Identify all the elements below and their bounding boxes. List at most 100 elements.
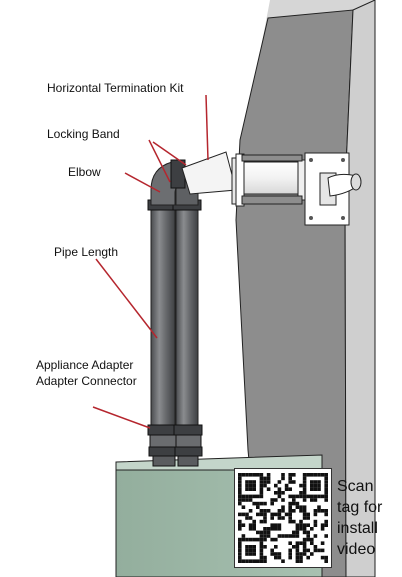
qr-module	[302, 512, 307, 517]
qr-module	[248, 559, 253, 563]
label-elbow: Elbow	[68, 165, 101, 179]
qr-module	[277, 516, 282, 520]
qr-module	[313, 519, 318, 524]
qr-module	[270, 548, 274, 553]
qr-module	[238, 548, 242, 553]
qr-module	[281, 498, 285, 502]
qr-module	[245, 545, 249, 549]
qr-module	[259, 476, 264, 481]
qr-module	[281, 509, 285, 513]
qr-module	[288, 473, 292, 477]
qr-module	[245, 494, 249, 499]
qr-module	[263, 555, 267, 560]
qr-code[interactable]	[234, 468, 332, 568]
qr-module	[259, 512, 264, 517]
qr-module	[324, 523, 328, 527]
qr-module	[288, 555, 292, 560]
qr-module	[295, 534, 300, 538]
qr-module	[324, 473, 328, 477]
qr-module	[302, 552, 307, 556]
qr-module	[284, 534, 289, 538]
qr-module	[277, 552, 282, 556]
qr-module	[252, 501, 256, 506]
qr-caption-line-3: install	[337, 520, 378, 537]
qr-module	[238, 498, 242, 502]
qr-module	[288, 541, 292, 545]
qr-module	[295, 548, 300, 553]
qr-module	[248, 548, 253, 553]
qr-module	[288, 534, 292, 538]
qr-module	[241, 512, 246, 517]
label-locking-band: Locking Band	[47, 127, 120, 141]
qr-module	[320, 541, 325, 545]
qr-module	[245, 483, 249, 488]
qr-module	[256, 537, 260, 542]
qr-module	[288, 516, 292, 520]
qr-module	[299, 541, 303, 545]
qr-code-pattern	[238, 473, 328, 563]
qr-module	[263, 501, 267, 506]
qr-module	[259, 530, 264, 535]
qr-module	[248, 537, 253, 542]
qr-module	[252, 483, 256, 488]
qr-module	[299, 491, 303, 495]
qr-module	[306, 494, 310, 499]
qr-module	[263, 480, 267, 484]
qr-module	[256, 473, 260, 477]
qr-module	[313, 483, 318, 488]
qr-module	[259, 487, 264, 491]
qr-module	[299, 519, 303, 524]
qr-module	[317, 505, 321, 509]
qr-module	[320, 527, 325, 531]
qr-module	[302, 545, 307, 549]
qr-module	[252, 494, 256, 499]
qr-module	[263, 530, 267, 535]
qr-module	[302, 548, 307, 553]
qr-module	[302, 494, 307, 499]
qr-module	[238, 480, 242, 484]
qr-module	[288, 519, 292, 524]
qr-module	[270, 552, 274, 556]
qr-module	[274, 523, 278, 527]
qr-module	[295, 523, 300, 527]
qr-module	[266, 473, 271, 477]
qr-module	[274, 537, 278, 542]
qr-module	[324, 534, 328, 538]
qr-module	[306, 555, 310, 560]
qr-module	[306, 473, 310, 477]
qr-module	[238, 545, 242, 549]
qr-module	[238, 523, 242, 527]
qr-module	[270, 516, 274, 520]
qr-module	[299, 555, 303, 560]
qr-module	[310, 552, 314, 556]
qr-module	[313, 512, 318, 517]
qr-module	[263, 527, 267, 531]
qr-module	[248, 480, 253, 484]
qr-module	[324, 559, 328, 563]
qr-module	[302, 509, 307, 513]
qr-module	[248, 473, 253, 477]
qr-module	[281, 516, 285, 520]
qr-module	[248, 527, 253, 531]
qr-module	[299, 483, 303, 488]
qr-module	[313, 534, 318, 538]
qr-module	[238, 512, 242, 517]
qr-module	[295, 555, 300, 560]
qr-module	[266, 480, 271, 484]
qr-module	[238, 541, 242, 545]
qr-module	[274, 491, 278, 495]
qr-module	[266, 476, 271, 481]
qr-module	[302, 476, 307, 481]
qr-module	[299, 552, 303, 556]
qr-module	[266, 487, 271, 491]
qr-module	[256, 501, 260, 506]
qr-module	[302, 530, 307, 535]
qr-module	[248, 498, 253, 502]
qr-module	[317, 548, 321, 553]
qr-module	[324, 491, 328, 495]
qr-module	[238, 473, 242, 477]
qr-module	[320, 555, 325, 560]
qr-module	[266, 509, 271, 513]
qr-module	[288, 494, 292, 499]
